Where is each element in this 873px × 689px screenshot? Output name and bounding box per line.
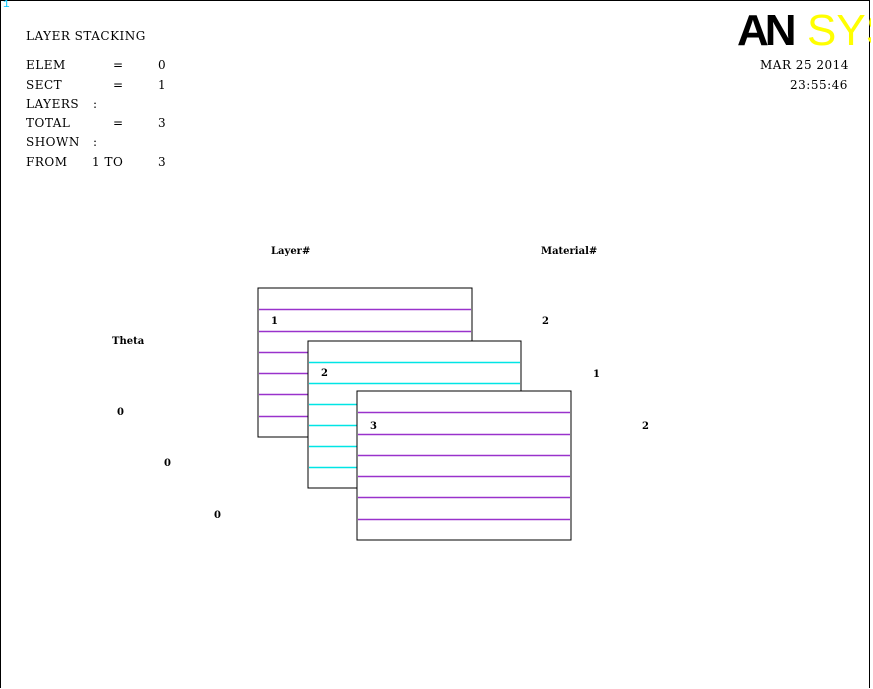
layer-plate [356, 390, 572, 541]
info-key: SECT [26, 78, 63, 92]
info-sep: = [113, 116, 124, 130]
info-sep: : [93, 135, 98, 149]
info-value: 3 [158, 155, 167, 169]
info-sep: : [93, 97, 98, 111]
plate-outline [356, 390, 572, 541]
info-key: LAYERS [26, 97, 80, 111]
logo-sys: SYS [807, 11, 871, 47]
info-sep: = [113, 58, 124, 72]
plot-title: LAYER STACKING [26, 29, 146, 43]
info-value: 1 [158, 78, 167, 92]
theta-header: Theta [112, 336, 145, 347]
window-number: 1 [3, 0, 10, 11]
layer-number-label: 1 [271, 316, 278, 327]
theta-value-label: 0 [214, 510, 221, 521]
info-key: TOTAL [26, 116, 71, 130]
plot-time: 23:55:46 [790, 78, 848, 92]
material-number-label: 2 [542, 316, 549, 327]
info-sep: 1 TO [92, 155, 124, 169]
layer-header: Layer# [271, 246, 311, 257]
info-value: 0 [158, 58, 167, 72]
info-key: FROM [26, 155, 68, 169]
theta-value-label: 0 [117, 407, 124, 418]
material-number-label: 2 [642, 421, 649, 432]
info-value: 3 [158, 116, 167, 130]
info-sep: = [113, 78, 124, 92]
logo-an: AN [737, 11, 797, 47]
theta-value-label: 0 [164, 458, 171, 469]
material-number-label: 1 [593, 369, 600, 380]
info-key: SHOWN [26, 135, 80, 149]
plot-date: MAR 25 2014 [760, 58, 849, 72]
info-key: ELEM [26, 58, 66, 72]
ansys-logo: AN SYS [737, 11, 871, 47]
layer-number-label: 3 [370, 421, 377, 432]
material-header: Material# [541, 246, 598, 257]
layer-number-label: 2 [321, 368, 328, 379]
